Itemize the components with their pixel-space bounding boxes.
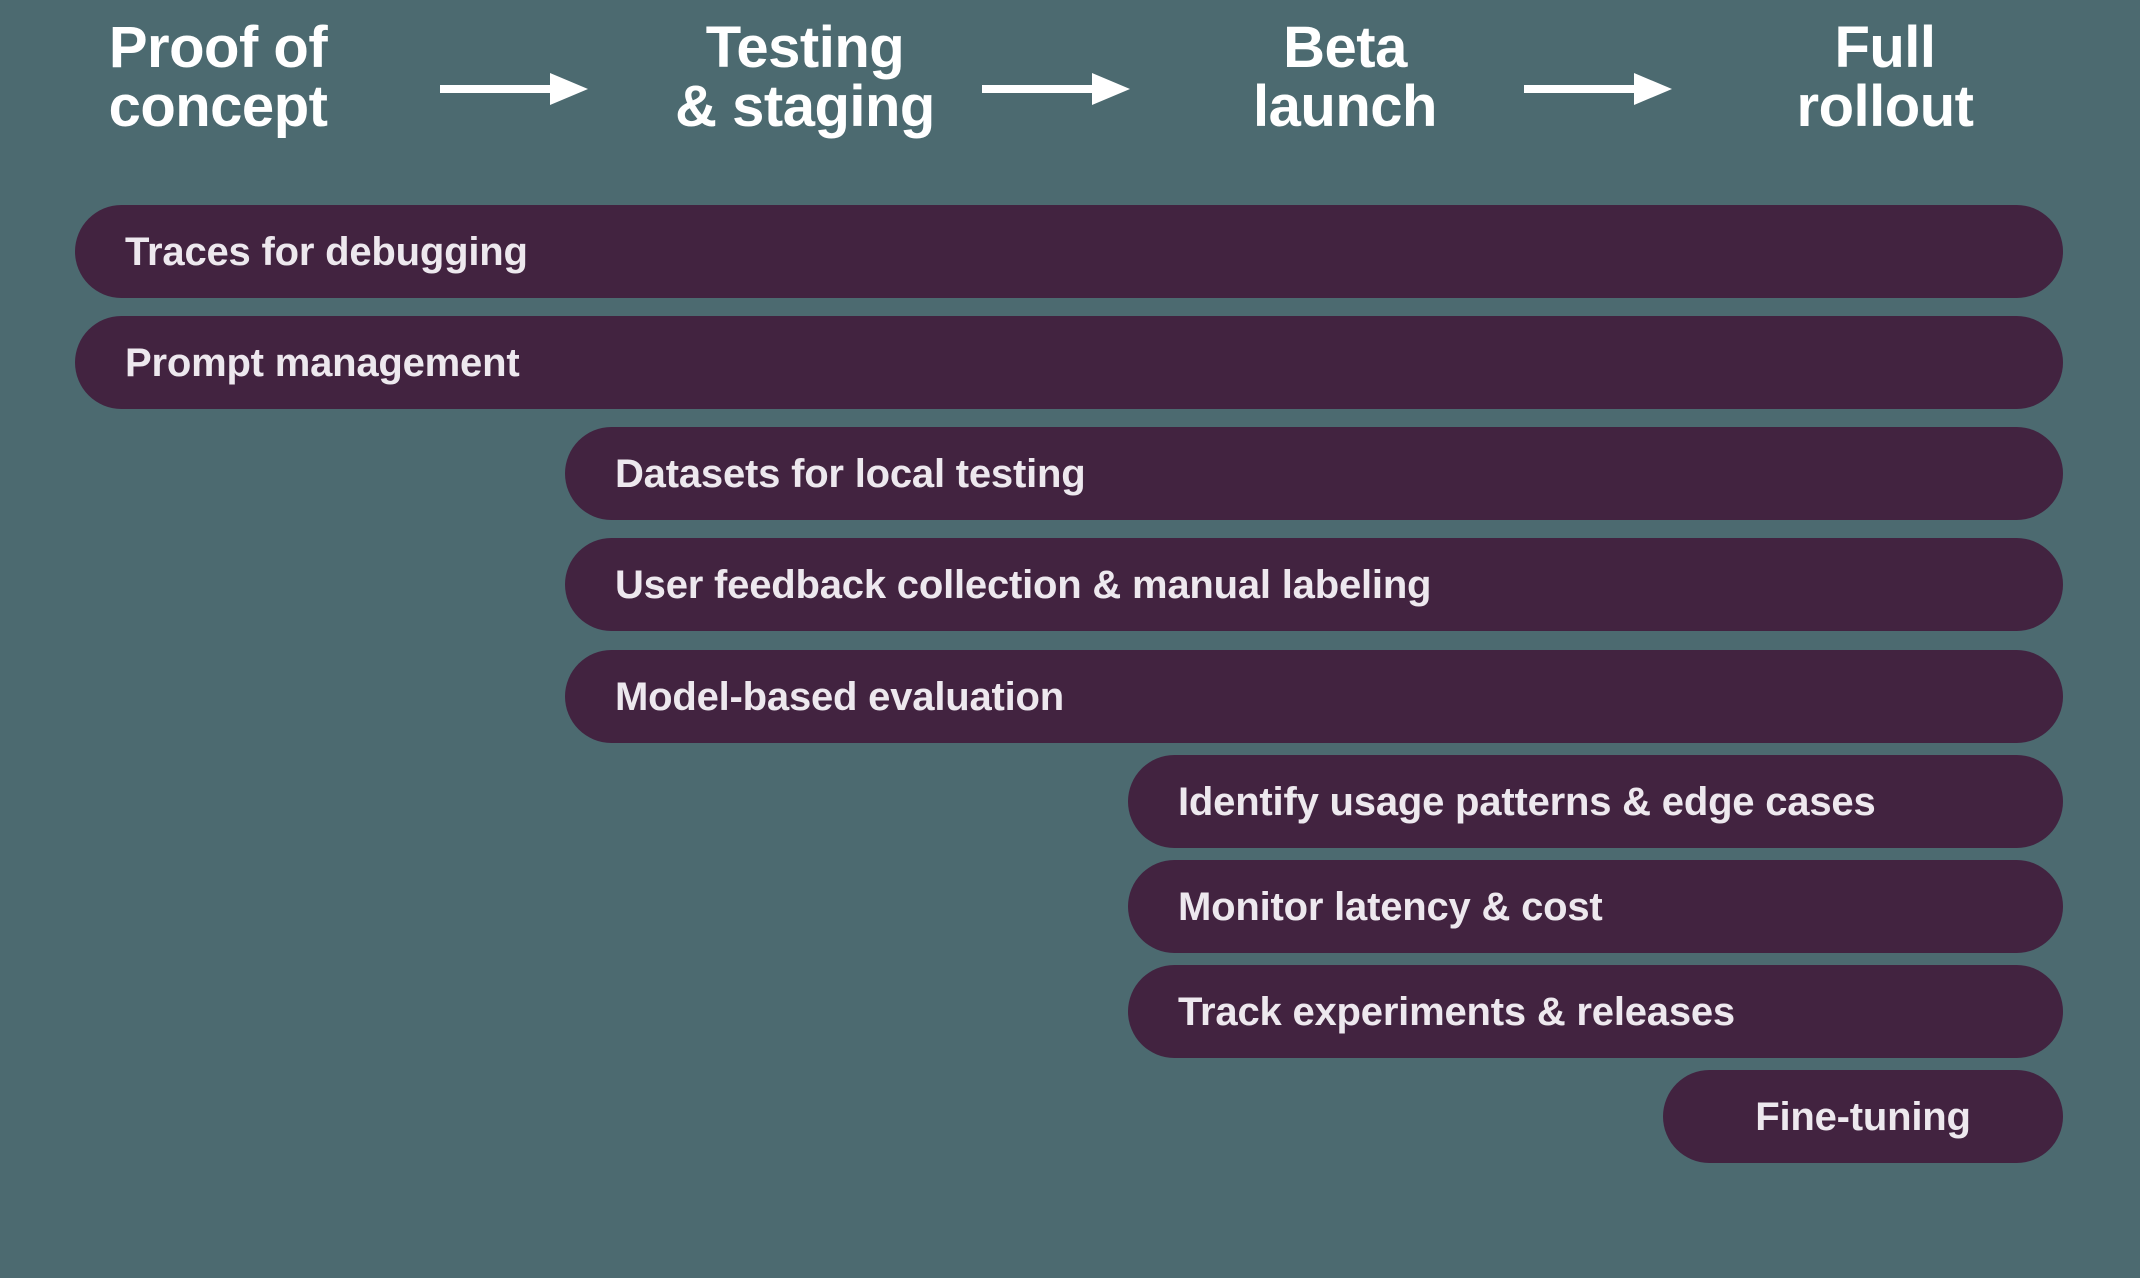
arrow-right-icon bbox=[1524, 72, 1672, 106]
capability-bar-label: Traces for debugging bbox=[125, 229, 528, 274]
capability-bar-label: User feedback collection & manual labeli… bbox=[615, 562, 1432, 607]
capability-bar[interactable]: Identify usage patterns & edge cases bbox=[1128, 755, 2063, 848]
capability-bar-label: Datasets for local testing bbox=[615, 451, 1086, 496]
capability-bar-label: Track experiments & releases bbox=[1178, 989, 1735, 1034]
capability-bar[interactable]: Traces for debugging bbox=[75, 205, 2063, 298]
capability-bar[interactable]: Prompt management bbox=[75, 316, 2063, 409]
capability-bar[interactable]: User feedback collection & manual labeli… bbox=[565, 538, 2063, 631]
capability-bar-label: Monitor latency & cost bbox=[1178, 884, 1603, 929]
capability-bar[interactable]: Datasets for local testing bbox=[565, 427, 2063, 520]
capability-bar-label: Identify usage patterns & edge cases bbox=[1178, 779, 1876, 824]
phase-label-beta-launch: Beta launch bbox=[1253, 15, 1437, 140]
capability-bar[interactable]: Track experiments & releases bbox=[1128, 965, 2063, 1058]
phase-label-proof-of-concept: Proof of concept bbox=[108, 15, 328, 140]
phase-header-row: Proof of concept Testing & staging Beta … bbox=[0, 0, 2140, 180]
phase-label-testing-and-staging: Testing & staging bbox=[675, 15, 935, 140]
capability-bar-label: Fine-tuning bbox=[1755, 1094, 1971, 1139]
capability-bar[interactable]: Model-based evaluation bbox=[565, 650, 2063, 743]
phase-label-full-rollout: Full rollout bbox=[1796, 15, 1974, 140]
arrow-right-icon bbox=[982, 72, 1130, 106]
arrow-right-icon bbox=[440, 72, 588, 106]
capability-bar-label: Model-based evaluation bbox=[615, 674, 1065, 719]
capability-bar[interactable]: Fine-tuning bbox=[1663, 1070, 2063, 1163]
capability-bar[interactable]: Monitor latency & cost bbox=[1128, 860, 2063, 953]
capability-bar-label: Prompt management bbox=[125, 340, 520, 385]
